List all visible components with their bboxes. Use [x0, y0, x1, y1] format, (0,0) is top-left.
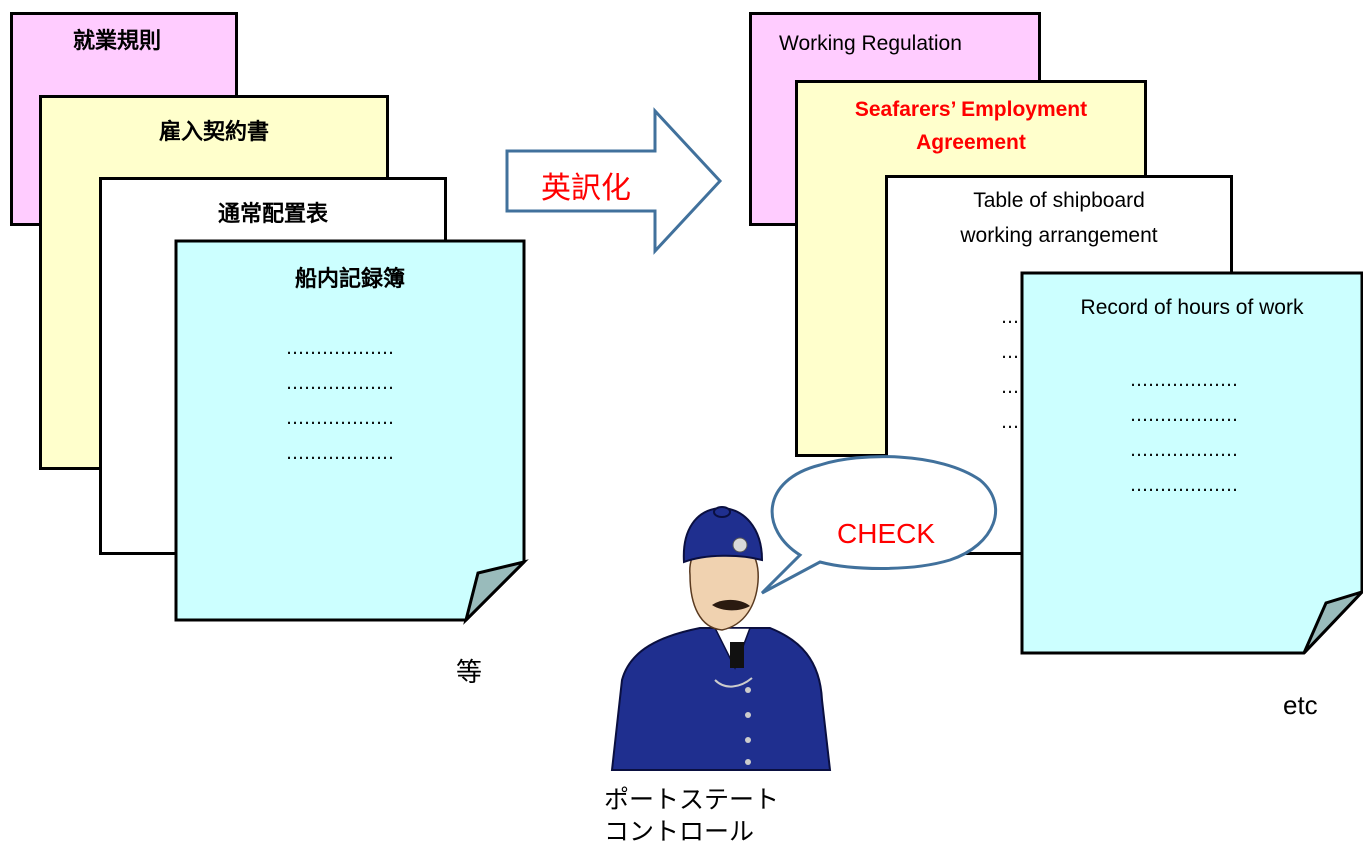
dot-line: … — [1001, 377, 1019, 398]
jp-doc-employment-contract-title: 雇入契約書 — [158, 120, 269, 145]
dot-line: ……………… — [286, 408, 394, 429]
dot-line: … — [1001, 342, 1019, 363]
dot-line: … — [1001, 307, 1019, 328]
jp-etc-label: 等 — [456, 658, 483, 688]
dot-line: ……………… — [1130, 370, 1238, 391]
officer-caption-line-1: ポートステート — [604, 785, 780, 814]
en-doc-shipboard-dots: … … … … — [1001, 300, 1019, 440]
officer-caption-line-2: コントロール — [604, 817, 755, 846]
jp-doc-logbook-title: 船内記録簿 — [294, 267, 405, 292]
en-doc-employment-agreement-title-2: Agreement — [916, 131, 1026, 154]
en-doc-working-regulation-title: Working Regulation — [779, 32, 962, 55]
dot-line: ……………… — [1130, 440, 1238, 461]
dot-line: ……………… — [1130, 405, 1238, 426]
dot-line: … — [1001, 412, 1019, 433]
jp-doc-logbook-dots: ……………… ……………… ……………… ……………… — [286, 331, 394, 471]
dot-line: ……………… — [286, 338, 394, 359]
dot-line: ……………… — [286, 373, 394, 394]
en-doc-employment-agreement-title-1: Seafarers’ Employment — [854, 98, 1088, 121]
en-doc-hours-title: Record of hours of work — [1080, 296, 1304, 319]
speech-bubble-label: CHECK — [837, 518, 936, 549]
en-doc-shipboard-arrangement-title-2: working arrangement — [960, 224, 1158, 247]
jp-doc-working-rules-title: 就業規則 — [73, 29, 162, 54]
dot-line: ……………… — [1130, 475, 1238, 496]
translate-arrow-label: 英訳化 — [541, 171, 631, 206]
officer-caption: ポートステート コントロール — [604, 784, 779, 848]
en-doc-hours: Record of hours of work ……………… ……………… ……… — [1022, 273, 1362, 653]
en-doc-hours-dots: ……………… ……………… ……………… ……………… — [1130, 363, 1238, 503]
en-doc-shipboard-arrangement-title-1: Table of shipboard — [973, 189, 1145, 212]
dot-line: ……………… — [286, 443, 394, 464]
jp-doc-logbook: 船内記録簿 ……………… ……………… ……………… ……………… — [176, 241, 524, 621]
jp-doc-crew-arrangement-title: 通常配置表 — [217, 202, 328, 227]
en-etc-label: etc — [1283, 690, 1318, 720]
